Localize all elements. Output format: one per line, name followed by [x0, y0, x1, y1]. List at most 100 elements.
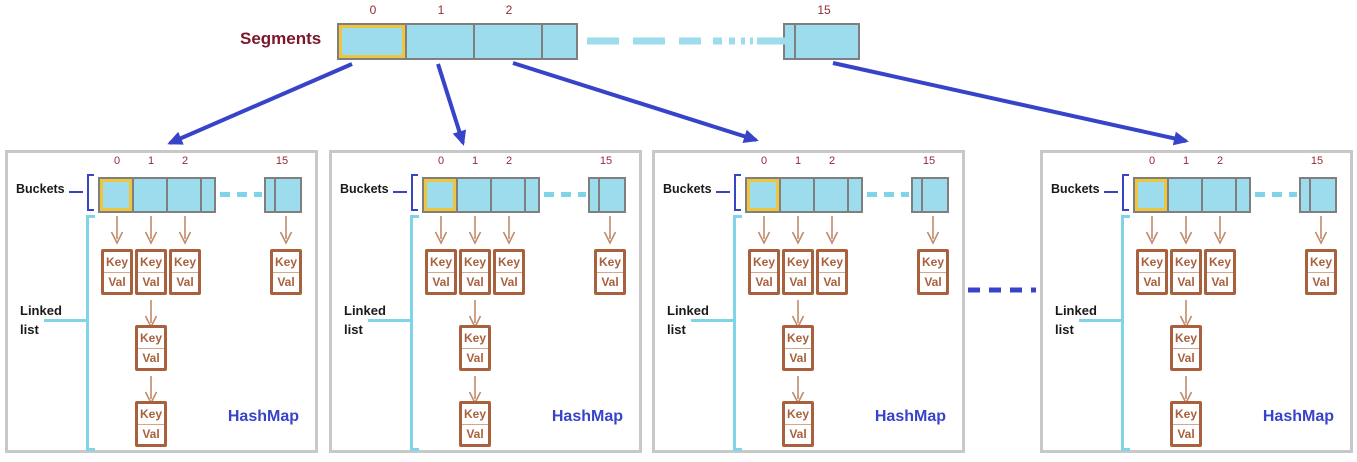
- linked-list-bracket: [1121, 215, 1130, 451]
- bucket-cell-0: [1135, 179, 1167, 211]
- node-val-label: Val: [601, 275, 619, 290]
- bucket-arrow-icon: [110, 216, 124, 245]
- segment-cell-2: [475, 25, 541, 58]
- node-key-label: Key: [819, 252, 845, 273]
- node-val-label: Val: [1177, 351, 1195, 366]
- linked-list-bracket: [410, 215, 419, 451]
- buckets-ellipsis-dash: [220, 192, 262, 197]
- buckets-label: Buckets: [16, 182, 65, 196]
- buckets-array: [98, 177, 216, 213]
- hashmap-panel: Buckets 0 1 2 15: [1040, 150, 1353, 453]
- node-val-label: Val: [1177, 427, 1195, 442]
- bucket-arrow-icon: [502, 216, 516, 245]
- keyval-node: Key Val: [135, 249, 167, 295]
- bucket-index-2: 2: [828, 155, 836, 167]
- bucket-cell-sliver: [590, 179, 598, 211]
- node-val-label: Val: [1177, 275, 1195, 290]
- node-key-label: Key: [785, 328, 811, 349]
- buckets-array-tail: [264, 177, 302, 213]
- keyval-node: Key Val: [816, 249, 848, 295]
- segment-arrow-to-hashmap-2: [436, 63, 467, 146]
- segment-cell-0: [339, 25, 405, 58]
- bucket-cell-0: [747, 179, 779, 211]
- bucket-index-15: 15: [275, 155, 289, 167]
- node-key-label: Key: [496, 252, 522, 273]
- keyval-node: Key Val: [1305, 249, 1337, 295]
- bucket-cell-15: [1311, 179, 1335, 211]
- keyval-node: Key Val: [917, 249, 949, 295]
- linked-list-label-line1: Linked: [344, 303, 386, 318]
- bucket-arrow-icon: [279, 216, 293, 245]
- linked-list-label-line1: Linked: [1055, 303, 1097, 318]
- bucket-index-15: 15: [922, 155, 936, 167]
- bucket-index-1: 1: [471, 155, 479, 167]
- buckets-bracket-dash: [716, 191, 730, 193]
- buckets-array-tail: [588, 177, 626, 213]
- linked-list-bracket-tick: [1079, 319, 1121, 322]
- segments-label: Segments: [240, 29, 322, 48]
- node-key-label: Key: [1173, 328, 1199, 349]
- node-key-label: Key: [428, 252, 454, 273]
- node-val-label: Val: [1143, 275, 1161, 290]
- segment-index-1: 1: [437, 3, 445, 17]
- bucket-arrow-icon: [603, 216, 617, 245]
- bucket-cell-sliver: [913, 179, 921, 211]
- node-key-label: Key: [138, 404, 164, 425]
- bucket-cell-1: [1169, 179, 1201, 211]
- bucket-index-2: 2: [1216, 155, 1224, 167]
- node-val-label: Val: [142, 351, 160, 366]
- keyval-node: Key Val: [169, 249, 201, 295]
- bucket-index-2: 2: [181, 155, 189, 167]
- keyval-node: Key Val: [782, 325, 814, 371]
- bucket-index-1: 1: [147, 155, 155, 167]
- linked-list-bracket-tick: [44, 319, 86, 322]
- node-key-label: Key: [462, 252, 488, 273]
- bucket-arrow-icon: [825, 216, 839, 245]
- node-key-label: Key: [1308, 252, 1334, 273]
- keyval-node: Key Val: [459, 401, 491, 447]
- linked-list-label-line1: Linked: [20, 303, 62, 318]
- linked-list-bracket: [86, 215, 95, 451]
- hashmap-panel: Buckets 0 1 2 15: [5, 150, 318, 453]
- node-key-label: Key: [138, 328, 164, 349]
- linked-list-label: Linked list: [344, 301, 386, 339]
- node-val-label: Val: [108, 275, 126, 290]
- segments-array: [337, 23, 578, 60]
- node-val-label: Val: [823, 275, 841, 290]
- bucket-cell-partial: [849, 179, 861, 211]
- node-val-label: Val: [500, 275, 518, 290]
- keyval-node: Key Val: [748, 249, 780, 295]
- node-key-label: Key: [462, 328, 488, 349]
- bucket-cell-1: [781, 179, 813, 211]
- bucket-cell-2: [168, 179, 200, 211]
- keyval-node: Key Val: [425, 249, 457, 295]
- segments-array-tail: [783, 23, 860, 60]
- node-key-label: Key: [1173, 252, 1199, 273]
- node-key-label: Key: [785, 404, 811, 425]
- buckets-ellipsis-dash: [544, 192, 586, 197]
- segment-arrow-to-hashmap-3: [512, 61, 759, 144]
- bucket-cell-partial: [526, 179, 538, 211]
- node-key-label: Key: [597, 252, 623, 273]
- node-val-label: Val: [1211, 275, 1229, 290]
- node-key-label: Key: [920, 252, 946, 273]
- bucket-index-15: 15: [599, 155, 613, 167]
- keyval-node: Key Val: [594, 249, 626, 295]
- bucket-arrow-icon: [926, 216, 940, 245]
- keyval-node: Key Val: [1170, 249, 1202, 295]
- node-key-label: Key: [138, 252, 164, 273]
- node-val-label: Val: [789, 427, 807, 442]
- bucket-arrow-icon: [1145, 216, 1159, 245]
- node-val-label: Val: [432, 275, 450, 290]
- node-key-label: Key: [1207, 252, 1233, 273]
- buckets-array-tail: [1299, 177, 1337, 213]
- node-val-label: Val: [466, 427, 484, 442]
- bucket-arrow-icon: [791, 216, 805, 245]
- bucket-cell-2: [815, 179, 847, 211]
- bucket-index-0: 0: [437, 155, 445, 167]
- linked-list-label-line1: Linked: [667, 303, 709, 318]
- bucket-cell-1: [134, 179, 166, 211]
- keyval-node: Key Val: [1204, 249, 1236, 295]
- bucket-cell-partial: [1237, 179, 1249, 211]
